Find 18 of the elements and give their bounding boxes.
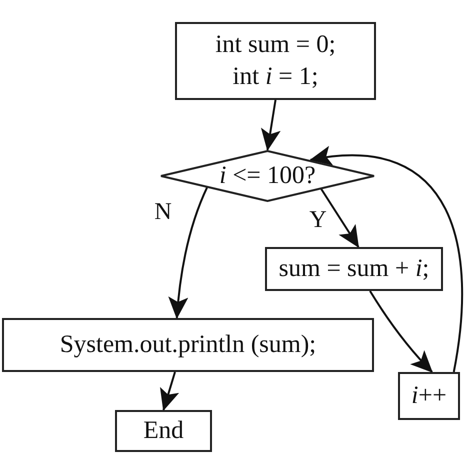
arrow xyxy=(320,188,360,248)
arrow xyxy=(168,186,208,319)
process-box xyxy=(265,247,443,291)
process-box xyxy=(115,410,212,452)
node-text: int sum = 0; int i = 1; xyxy=(214,30,337,92)
arrow xyxy=(369,290,433,373)
arrow xyxy=(310,147,463,372)
node-text: i <= 100? xyxy=(218,160,317,191)
node-text: End xyxy=(142,416,185,446)
process-box xyxy=(398,372,460,420)
decision-diamond xyxy=(160,150,375,202)
node-text: System.out.println (sum); xyxy=(58,330,318,360)
arrow xyxy=(260,100,281,151)
arrow xyxy=(160,372,180,411)
process-box xyxy=(175,22,376,100)
process-box xyxy=(2,318,374,372)
node-text: sum = sum + i; xyxy=(278,254,430,284)
node-text: i++ xyxy=(410,380,448,411)
